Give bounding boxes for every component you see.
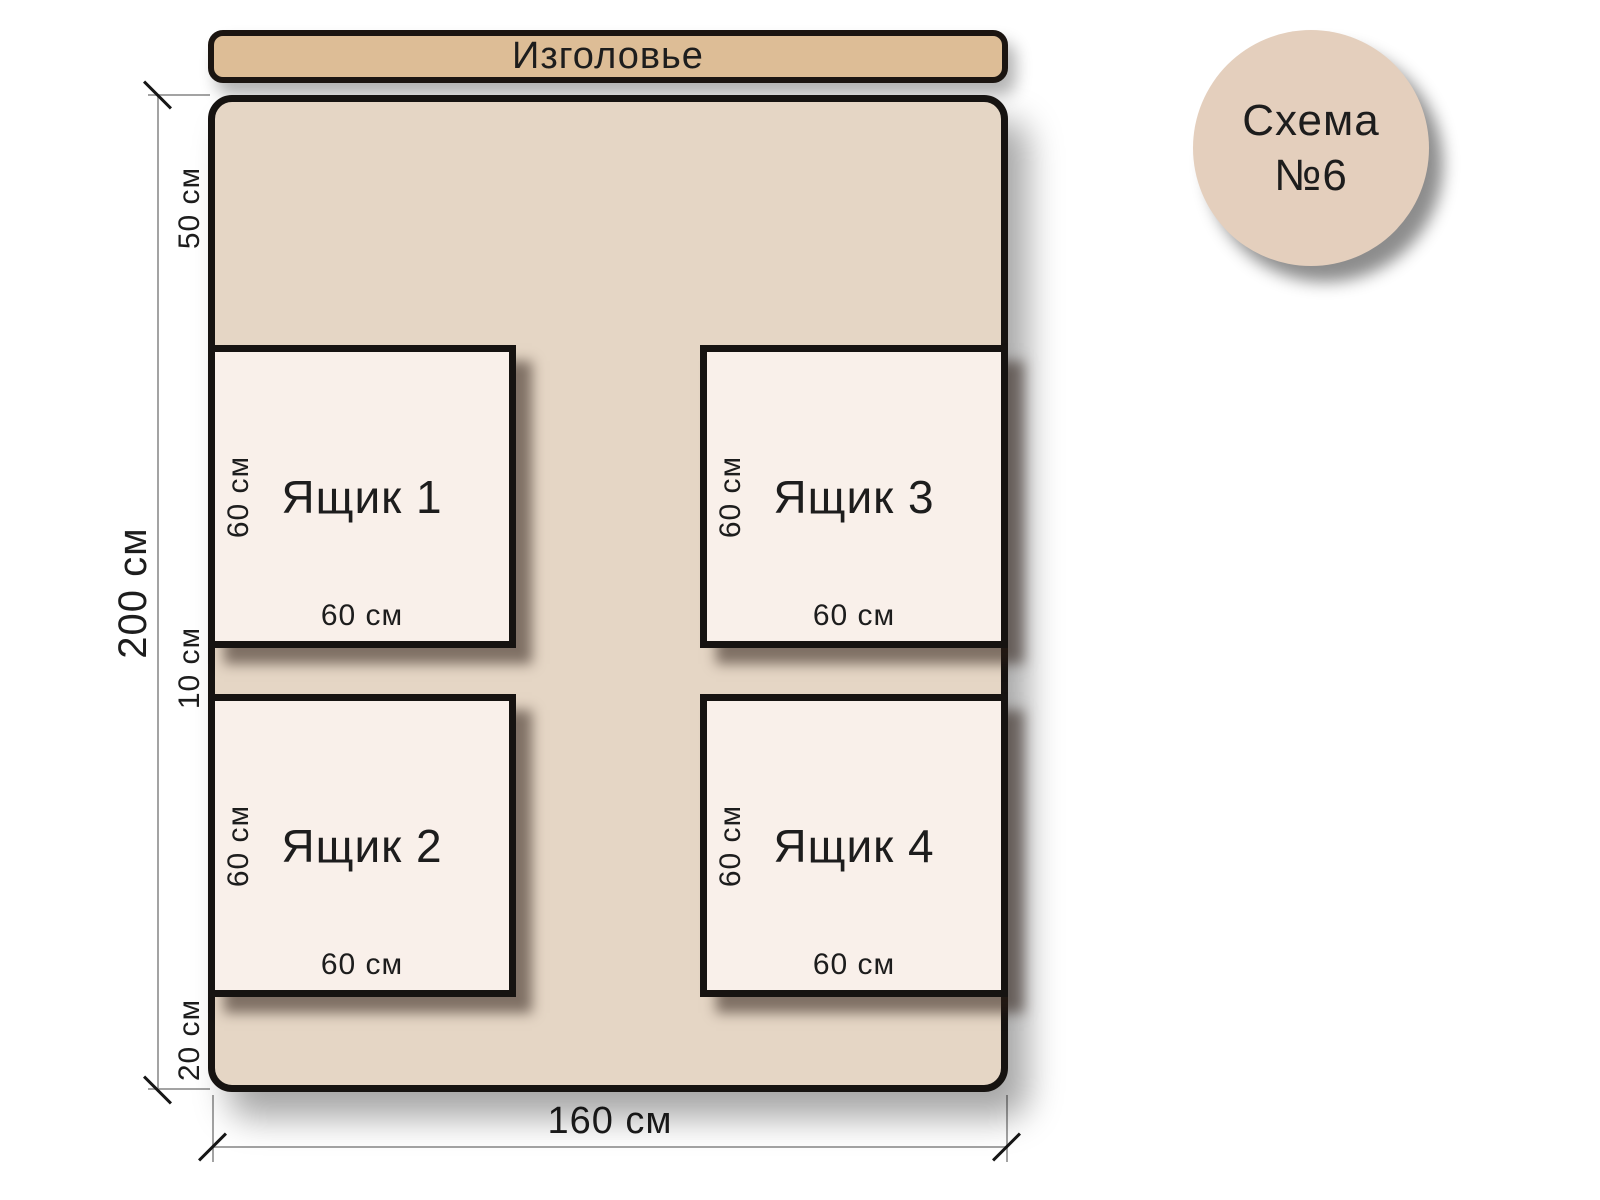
total-height-label: 200 см (111, 527, 155, 659)
horizontal-dimension-right-extension (1006, 1095, 1008, 1162)
foot-offset-label: 20 см (173, 998, 206, 1082)
horizontal-dimension-line (213, 1146, 1008, 1148)
drawer-3-label: Ящик 3 (773, 470, 935, 523)
drawer-3-height-label: 60 см (714, 455, 747, 538)
drawer-2-width-label: 60 см (320, 948, 404, 981)
headboard-label: Изголовье (512, 35, 704, 77)
headboard-offset-label: 50 см (173, 166, 206, 250)
drawer-2-height-label: 60 см (222, 804, 255, 887)
drawer-2: Ящик 2 60 см 60 см (208, 694, 516, 997)
drawer-1: Ящик 1 60 см 60 см (208, 345, 516, 648)
headboard: Изголовье (208, 30, 1008, 83)
drawer-3-width-label: 60 см (812, 599, 896, 632)
scheme-badge-title: Схема (1242, 96, 1380, 145)
drawer-1-height-label: 60 см (222, 455, 255, 538)
drawer-1-label: Ящик 1 (281, 470, 443, 523)
total-width-label: 160 см (547, 1100, 673, 1142)
vertical-dimension-bottom-connector (148, 1088, 210, 1090)
scheme-badge-number: №6 (1274, 151, 1348, 200)
scheme-badge: Схема №6 (1193, 30, 1429, 266)
drawer-4-height-label: 60 см (714, 804, 747, 887)
between-rows-label: 10 см (173, 626, 206, 710)
drawer-3: Ящик 3 60 см 60 см (700, 345, 1008, 648)
drawer-4-label: Ящик 4 (773, 819, 935, 872)
horizontal-dimension-left-extension (212, 1095, 214, 1162)
drawer-4: Ящик 4 60 см 60 см (700, 694, 1008, 997)
drawer-1-width-label: 60 см (320, 599, 404, 632)
vertical-dimension-top-connector (148, 94, 210, 96)
drawer-2-label: Ящик 2 (281, 819, 443, 872)
drawer-4-width-label: 60 см (812, 948, 896, 981)
vertical-dimension-line (157, 94, 159, 1092)
